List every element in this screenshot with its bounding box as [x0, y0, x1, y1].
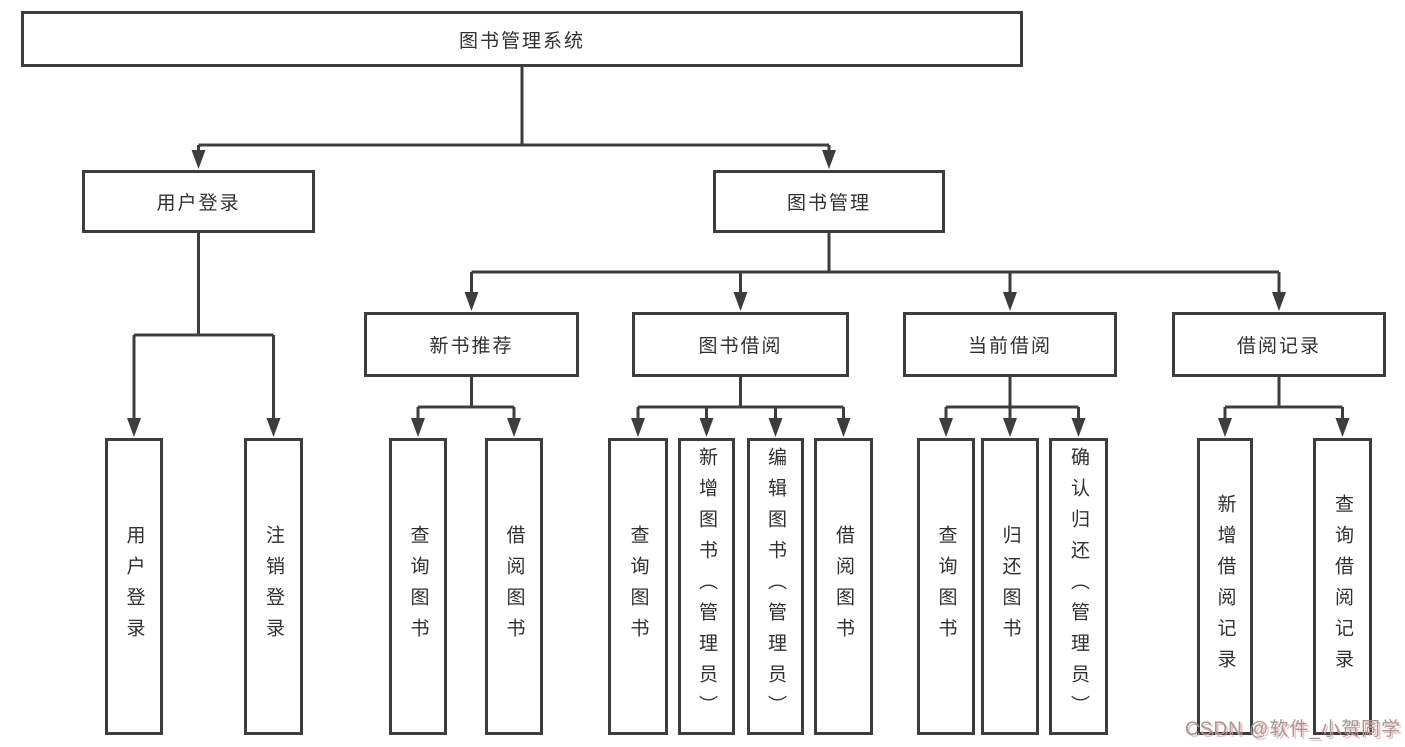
leaf-label: 查询图书 — [935, 524, 957, 649]
node-label: 图书管理系统 — [458, 30, 585, 52]
leaf-query-books-current: 查询图书 — [917, 438, 975, 735]
node-borrowing-records: 借阅记录 — [1172, 312, 1386, 377]
node-current-borrowing: 当前借阅 — [903, 312, 1117, 377]
leaf-query-books-borrowing: 查询图书 — [608, 438, 668, 735]
node-user-login: 用户登录 — [82, 170, 315, 233]
leaf-label: 借阅图书 — [503, 524, 525, 649]
leaf-query-books-recommendation: 查询图书 — [389, 438, 447, 735]
node-label: 图书借阅 — [698, 336, 783, 357]
leaf-edit-books-admin: 编辑图书（管理员） — [747, 438, 804, 735]
leaf-label: 注销登录 — [263, 524, 284, 649]
leaf-confirm-return-admin: 确认归还（管理员） — [1049, 438, 1108, 735]
node-new-book-recommendation: 新书推荐 — [364, 312, 579, 377]
node-book-management: 图书管理 — [713, 170, 945, 233]
leaf-label: 归还图书 — [999, 524, 1021, 649]
node-label: 图书管理 — [786, 193, 871, 214]
node-label: 当前借阅 — [967, 336, 1052, 357]
leaf-label: 查询借阅记录 — [1332, 493, 1353, 680]
leaf-borrow-books-recommendation: 借阅图书 — [485, 438, 543, 735]
leaf-label: 借阅图书 — [833, 524, 854, 649]
leaf-query-borrow-record: 查询借阅记录 — [1313, 438, 1372, 735]
node-label: 用户登录 — [156, 193, 241, 214]
node-book-borrowing: 图书借阅 — [632, 312, 849, 377]
leaf-add-borrow-record: 新增借阅记录 — [1197, 438, 1253, 735]
leaf-label: 编辑图书（管理员） — [765, 447, 786, 726]
leaf-borrow-books: 借阅图书 — [814, 438, 873, 735]
node-label: 借阅记录 — [1236, 336, 1321, 357]
leaf-user-login: 用户登录 — [105, 438, 163, 735]
leaf-label: 查询图书 — [407, 524, 429, 649]
leaf-label: 新增图书（管理员） — [696, 447, 717, 726]
leaf-label: 用户登录 — [123, 524, 145, 649]
watermark: CSDN @软件_小贺同学 — [1185, 719, 1401, 740]
leaf-return-books: 归还图书 — [981, 438, 1039, 735]
leaf-label: 查询图书 — [627, 524, 649, 649]
leaf-label: 确认归还（管理员） — [1068, 447, 1089, 726]
leaf-add-books-admin: 新增图书（管理员） — [678, 438, 735, 735]
leaf-label: 新增借阅记录 — [1214, 493, 1236, 680]
arrowhead-icons — [127, 150, 1350, 437]
node-library-management-system: 图书管理系统 — [21, 11, 1023, 67]
leaf-logout: 注销登录 — [244, 438, 303, 735]
node-label: 新书推荐 — [429, 336, 514, 357]
